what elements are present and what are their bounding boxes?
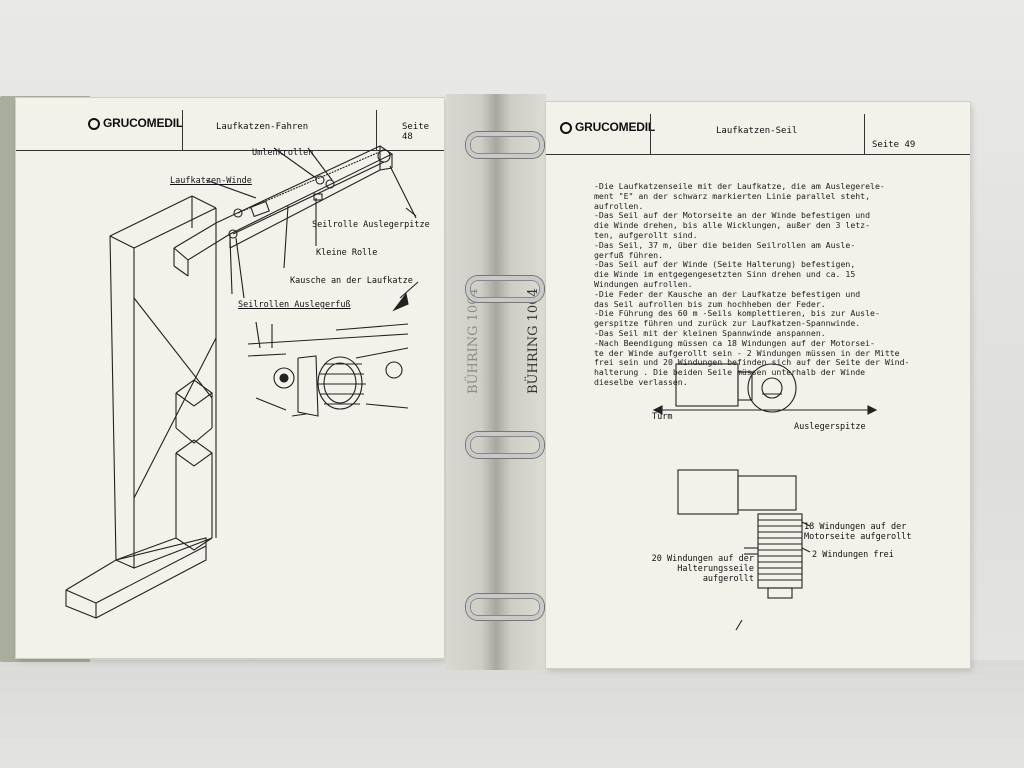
binder-ring-2 — [466, 276, 544, 302]
right-page-header: GRUCOMEDIL Laufkatzen-Seil Seite 49 — [546, 114, 970, 155]
header-separator — [864, 114, 865, 154]
label-kleine-rolle: Kleine Rolle — [316, 248, 378, 258]
instruction-line: frei sein und 20 Windungen befinden sich… — [594, 357, 910, 368]
binder-ring-1 — [466, 132, 544, 158]
instruction-line: -Die Feder der Kausche an der Laufkatze … — [594, 288, 861, 299]
instruction-line: -Die Laufkatzenseile mit der Laufkatze, … — [594, 181, 885, 191]
binder-ring-3 — [466, 432, 544, 458]
instruction-line: die Winde im entgegengesetzten Sinn dreh… — [594, 269, 856, 280]
left-page-number: Seite 48 — [402, 122, 430, 142]
instruction-line: dieselbe verlassen. — [594, 376, 688, 387]
right-page-title: Laufkatzen-Seil — [716, 126, 798, 136]
left-page: GRUCOMEDIL Laufkatzen-Fahren Seite 48 — [16, 98, 444, 658]
label-auslegerspitze: Auslegerspitze — [794, 422, 866, 432]
label-turm: Turm — [652, 412, 673, 422]
instruction-line: -Nach Beendigung müssen ca 18 Windungen … — [594, 337, 875, 348]
label-motorseite: 18 Windungen auf der Motorseite aufgerol… — [804, 522, 912, 542]
logo-icon — [560, 122, 572, 134]
label-halterungsseite: 20 Windungen auf der Halterungsseile auf… — [651, 554, 754, 584]
winch-diagrams — [652, 363, 878, 631]
label-seilrollen-auslegerfuss: Seilrollen Auslegerfuß — [238, 300, 351, 310]
instruction-line: -Die Führung des 60 m -Seils komplettier… — [594, 308, 880, 319]
instruction-line: te der Winde aufgerollt sein - 2 Windung… — [594, 347, 900, 358]
instruction-line: die Winde drehen, bis alle Wicklungen, a… — [594, 220, 871, 231]
instruction-line: ten, aufgerollt sind. — [594, 229, 698, 240]
spine-label-faded: BÜHRING 1004 — [466, 288, 481, 394]
header-separator — [182, 110, 183, 150]
instruction-line: das Seil aufrollen bis zum hochheben der… — [594, 298, 826, 309]
right-page-number: Seite 49 — [872, 140, 916, 150]
instruction-line: aufrollen. — [594, 200, 644, 211]
header-separator — [376, 110, 377, 150]
left-page-title: Laufkatzen-Fahren — [216, 122, 309, 132]
left-page-header: GRUCOMEDIL Laufkatzen-Fahren Seite 48 — [16, 110, 444, 151]
label-laufkatzen-winde: Laufkatzen-Winde — [170, 176, 252, 186]
instruction-line: -Das Seil, 37 m, über die beiden Seilrol… — [594, 239, 856, 250]
logo-icon — [88, 118, 100, 130]
instruction-line: -Das Seil mit der kleinen Spannwinde ans… — [594, 327, 826, 338]
instruction-text: -Die Laufkatzenseile mit der Laufkatze, … — [594, 181, 924, 388]
instruction-line: halterung . Die beiden Seile müssen unte… — [594, 367, 866, 378]
label-umlenkrollen: Umlenkrollen — [252, 148, 314, 158]
spine-label: BÜHRING 1004 — [526, 288, 541, 394]
right-page: GRUCOMEDIL Laufkatzen-Seil Seite 49 -Die… — [546, 102, 970, 668]
binder-ring-4 — [466, 594, 544, 620]
instruction-line: gerfuß führen. — [594, 249, 664, 260]
binder-spine: BÜHRING 1004 BÜHRING 1004 — [446, 94, 546, 670]
crane-boom-drawing — [65, 145, 419, 619]
label-windungen-frei: 2 Windungen frei — [812, 550, 894, 560]
instruction-line: Windungen aufrollen. — [594, 278, 693, 289]
label-kausche: Kausche an der Laufkatze — [290, 276, 413, 286]
header-separator — [650, 114, 651, 154]
instruction-line: gerspitze führen und zurück zur Laufkatz… — [594, 318, 861, 329]
instruction-line: ment "E" an der schwarz markierten Linie… — [594, 190, 871, 201]
brand-logo-left: GRUCOMEDIL — [88, 116, 183, 130]
label-seilrolle-auslegerspitze: Seilrolle Auslegerpitze — [312, 220, 430, 230]
instruction-line: -Das Seil auf der Winde (Seite Halterung… — [594, 259, 856, 270]
instruction-line: -Das Seil auf der Motorseite an der Wind… — [594, 210, 871, 221]
table-surface — [0, 660, 1024, 768]
brand-logo-right: GRUCOMEDIL — [560, 120, 655, 134]
